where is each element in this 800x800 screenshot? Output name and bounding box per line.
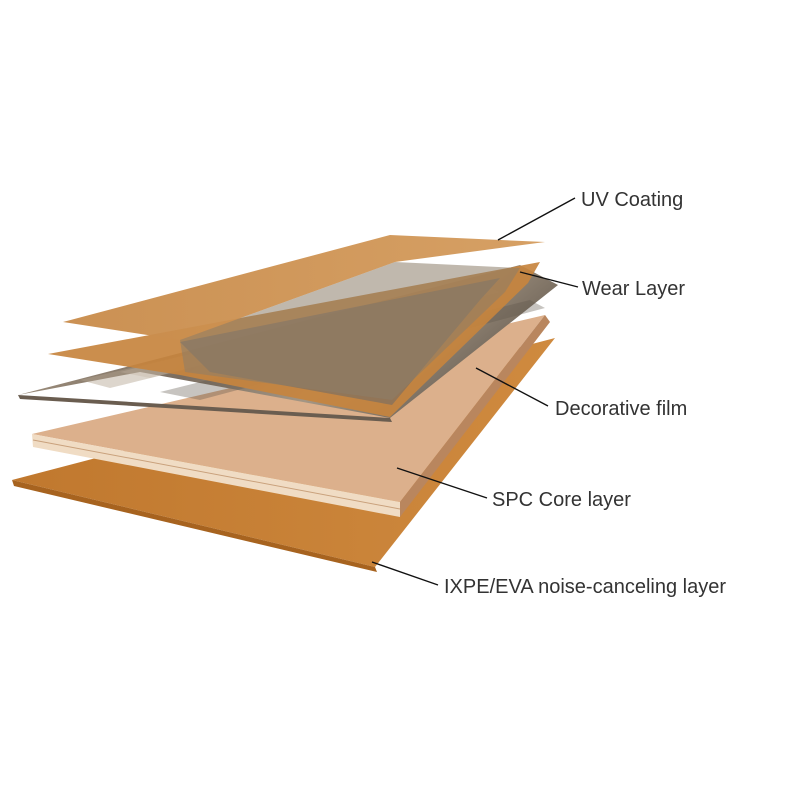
label-decorative-film: Decorative film (555, 398, 687, 420)
label-ixpe-eva: IXPE/EVA noise-canceling layer (444, 576, 726, 598)
label-uv-coating: UV Coating (581, 189, 683, 211)
spc-side-edge (400, 315, 550, 517)
decor-leader-line (475, 367, 549, 407)
wear-leader-line (519, 271, 579, 288)
spc-edge-line (32, 439, 401, 510)
ixpe-edge (12, 480, 377, 572)
spc-front-edge (32, 434, 400, 517)
decor-edge (18, 395, 392, 422)
label-spc-core: SPC Core layer (492, 489, 631, 511)
uv-leader-line (497, 197, 576, 241)
ixpe-leader-line (371, 561, 439, 586)
uv-top-face (63, 235, 545, 340)
uv-transparent-window (180, 262, 520, 400)
uv-coating-layer (63, 235, 545, 400)
spc-leader-line (396, 467, 488, 499)
label-wear-layer: Wear Layer (582, 278, 685, 300)
